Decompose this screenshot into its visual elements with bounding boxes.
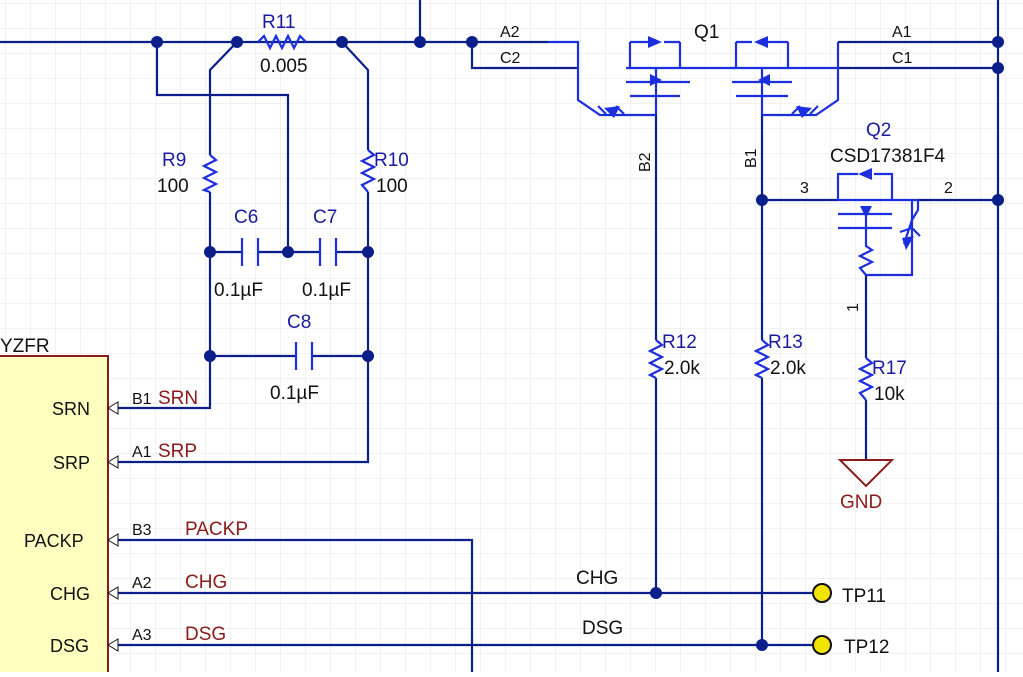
- c8-ref: C8: [287, 312, 311, 333]
- c8-value: 0.1µF: [270, 383, 319, 404]
- q2-part: CSD17381F4: [830, 146, 946, 167]
- capacitor-c6[interactable]: C6 0.1µF: [214, 207, 263, 301]
- ic-block[interactable]: YZFR SRN B1 SRN SRP A1 SRP PACKP B3 PACK…: [0, 336, 248, 677]
- ic-pin-srn-name: SRN: [52, 399, 90, 419]
- r11-ref: R11: [262, 12, 295, 33]
- ic-pin-dsg-num: A3: [132, 627, 152, 644]
- resistor-r12[interactable]: R12 2.0k: [647, 332, 700, 379]
- ic-pin-packp[interactable]: PACKP B3 PACKP: [24, 519, 248, 551]
- r13-ref: R13: [768, 332, 803, 353]
- net-label-dsg-ic: DSG: [185, 624, 226, 645]
- q1-pin-a2: A2: [500, 24, 520, 41]
- tp12-ref: TP12: [844, 637, 889, 658]
- q2-pin-1: 1: [845, 303, 862, 312]
- ic-pin-dsg[interactable]: DSG A3 DSG: [50, 624, 226, 656]
- net-label-packp: PACKP: [185, 519, 248, 540]
- c7-ref: C7: [313, 207, 337, 228]
- q1-ref: Q1: [694, 22, 719, 43]
- resistor-r17[interactable]: R17 10k: [857, 357, 907, 405]
- ic-pin-packp-name: PACKP: [24, 531, 84, 551]
- gnd-symbol: GND: [837, 459, 895, 513]
- net-label-chg-ic: CHG: [185, 572, 227, 593]
- ic-pin-chg[interactable]: CHG A2 CHG: [50, 572, 227, 604]
- wires: [0, 0, 1000, 672]
- r9-value: 100: [157, 176, 189, 197]
- c6-ref: C6: [234, 207, 258, 228]
- c7-value: 0.1µF: [302, 280, 351, 301]
- tp11-ref: TP11: [842, 586, 886, 607]
- ic-pin-packp-num: B3: [132, 522, 152, 539]
- q1-pin-a1: A1: [892, 24, 912, 41]
- q1-pin-b2: B2: [637, 152, 654, 172]
- ic-pin-dsg-name: DSG: [50, 636, 89, 656]
- ic-pin-srp-name: SRP: [53, 453, 90, 473]
- testpoint-tp11[interactable]: TP11: [812, 583, 886, 607]
- r10-ref: R10: [374, 150, 409, 171]
- mosfet-q2[interactable]: Q2 CSD17381F4 3 2 1: [800, 120, 953, 312]
- gnd-label: GND: [840, 492, 882, 513]
- mosfet-q1[interactable]: Q1 A2 C2 A1 C1 B2 B1: [500, 22, 913, 172]
- ic-pin-chg-num: A2: [132, 575, 152, 592]
- ic-pin-srn[interactable]: SRN B1 SRN: [52, 388, 198, 419]
- q1-pin-b1: B1: [743, 148, 760, 168]
- q1-pin-c2: C2: [500, 50, 521, 67]
- net-label-dsg: DSG: [582, 618, 623, 639]
- capacitor-c8[interactable]: C8 0.1µF: [270, 312, 319, 404]
- r12-value: 2.0k: [664, 358, 700, 379]
- c6-value: 0.1µF: [214, 280, 263, 301]
- junction-dots: [151, 36, 1004, 651]
- ic-pin-srp[interactable]: SRP A1 SRP: [53, 441, 197, 473]
- r12-ref: R12: [662, 332, 697, 353]
- r13-value: 2.0k: [770, 358, 806, 379]
- r9-ref: R9: [162, 150, 186, 171]
- r10-value: 100: [376, 176, 408, 197]
- resistor-r13[interactable]: R13 2.0k: [753, 332, 806, 379]
- q1-pin-c1: C1: [892, 50, 913, 67]
- net-label-srp: SRP: [158, 441, 197, 462]
- r17-value: 10k: [874, 384, 905, 405]
- q2-pin-2: 2: [944, 180, 953, 197]
- r17-ref: R17: [872, 358, 907, 379]
- net-label-srn: SRN: [158, 388, 198, 409]
- resistor-r11[interactable]: R11 0.005: [257, 12, 308, 77]
- net-label-chg: CHG: [576, 568, 618, 589]
- capacitor-c7[interactable]: C7 0.1µF: [302, 207, 351, 301]
- q2-ref: Q2: [866, 120, 891, 141]
- testpoint-tp12[interactable]: TP12: [812, 635, 889, 658]
- ic-pin-srn-num: B1: [132, 391, 152, 408]
- ic-title-fragment: YZFR: [0, 336, 50, 357]
- resistor-r9[interactable]: R9 100: [157, 150, 219, 197]
- ic-pin-srp-num: A1: [132, 444, 152, 461]
- resistor-r10[interactable]: R10 100: [359, 149, 409, 197]
- ic-pin-chg-name: CHG: [50, 584, 90, 604]
- r11-value: 0.005: [260, 56, 308, 77]
- q2-pin-3: 3: [800, 180, 809, 197]
